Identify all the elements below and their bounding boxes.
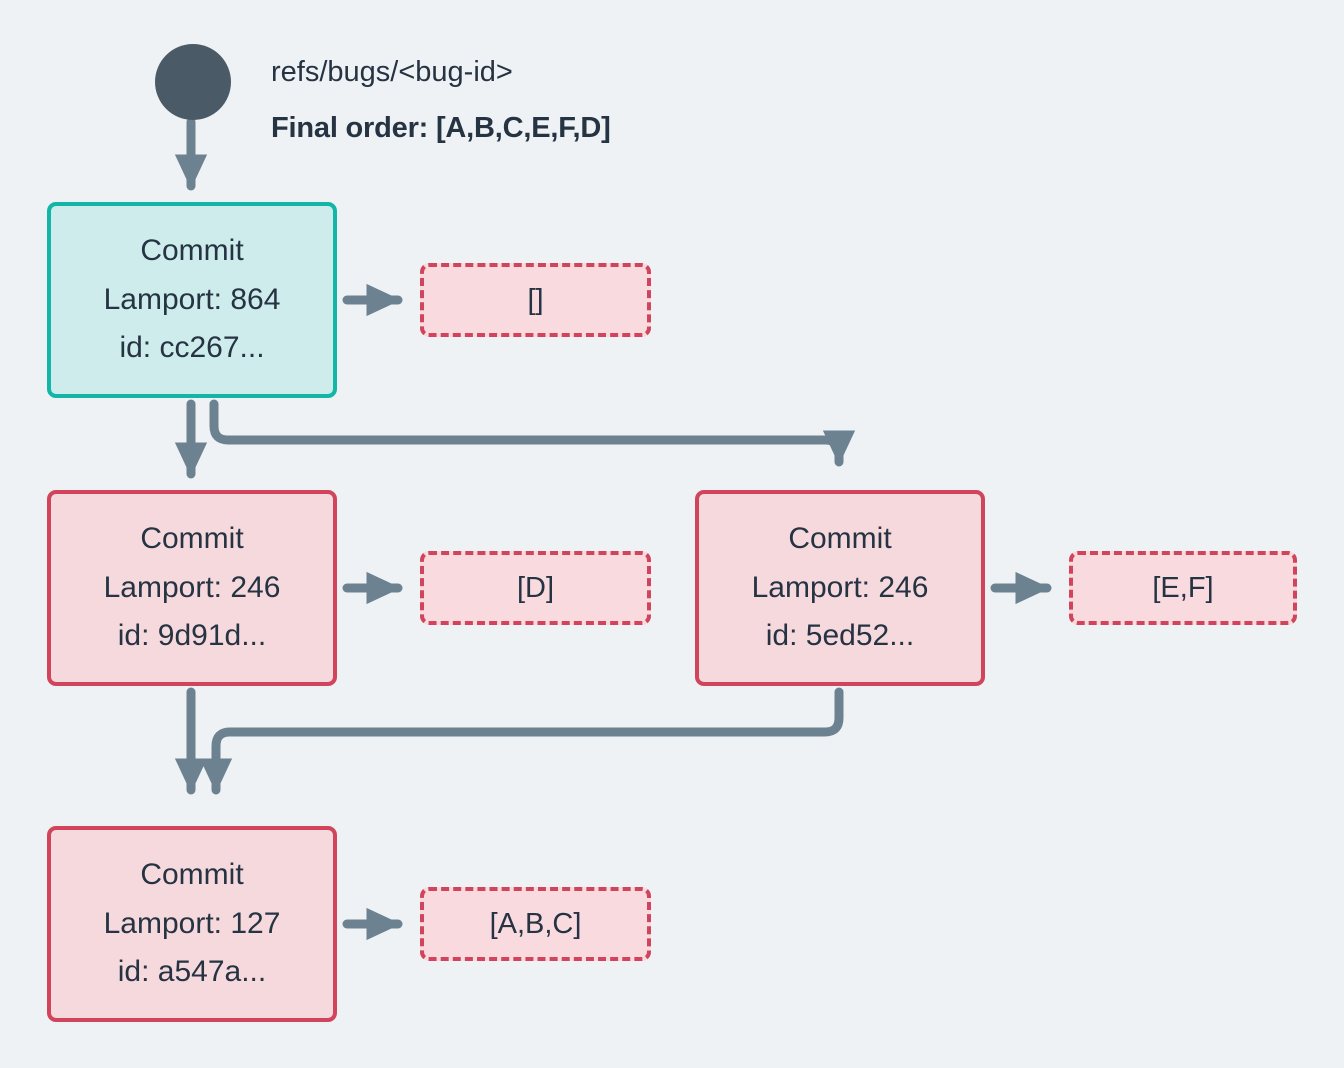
- root-dot-icon: [155, 44, 231, 120]
- edge-cc267-to-5ed52: [209, 399, 856, 467]
- commit-lamport: Lamport: 246: [751, 570, 929, 604]
- operations-label: [D]: [516, 571, 555, 604]
- commit-node-cc267[interactable]: Commit Lamport: 864 id: cc267...: [47, 202, 337, 398]
- commit-hash: id: 5ed52...: [765, 619, 915, 653]
- ref-label: refs/bugs/<bug-id>: [271, 56, 513, 88]
- final-order-label: Final order: [A,B,C,E,F,D]: [271, 112, 611, 144]
- operations-label: [A,B,C]: [489, 907, 582, 940]
- commit-title: Commit: [788, 522, 892, 556]
- commit-title: Commit: [140, 522, 244, 556]
- commit-node-9d91d[interactable]: Commit Lamport: 246 id: 9d91d...: [47, 490, 337, 686]
- commit-lamport: Lamport: 127: [103, 906, 281, 940]
- commit-node-a547a[interactable]: Commit Lamport: 127 id: a547a...: [47, 826, 337, 1022]
- operations-label: [E,F]: [1152, 571, 1214, 604]
- edge-5ed52-to-a547a: [199, 687, 844, 795]
- commit-node-5ed52[interactable]: Commit Lamport: 246 id: 5ed52...: [695, 490, 985, 686]
- operations-box-cc267[interactable]: []: [420, 263, 651, 337]
- commit-title: Commit: [140, 858, 244, 892]
- commit-lamport: Lamport: 864: [103, 282, 281, 316]
- operations-box-5ed52[interactable]: [E,F]: [1069, 551, 1297, 625]
- commit-hash: id: a547a...: [117, 955, 267, 989]
- operations-label: []: [527, 283, 544, 316]
- commit-hash: id: 9d91d...: [117, 619, 267, 653]
- commit-title: Commit: [140, 234, 244, 268]
- commit-lamport: Lamport: 246: [103, 570, 281, 604]
- operations-box-a547a[interactable]: [A,B,C]: [420, 887, 651, 961]
- operations-box-9d91d[interactable]: [D]: [420, 551, 651, 625]
- commit-hash: id: cc267...: [119, 331, 265, 365]
